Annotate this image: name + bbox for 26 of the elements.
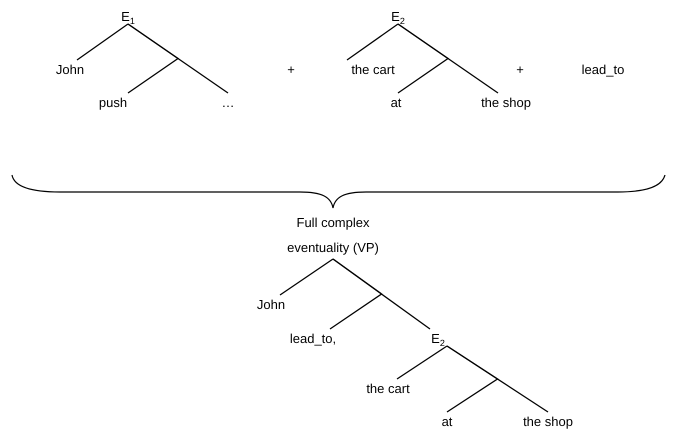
tree-node-label: the shop (481, 95, 531, 111)
tree-branch (332, 258, 430, 330)
tree-node-label: the cart (351, 62, 395, 78)
tree-node-label: John (56, 62, 84, 78)
tree-node-label: push (98, 95, 128, 111)
tree-branch (446, 345, 548, 413)
tree-node-label: the shop (523, 414, 573, 429)
tree-node-label: E$_{1}$ (121, 9, 135, 25)
tree-node-label: John (256, 297, 286, 313)
plus-sign: + (516, 62, 524, 78)
word-label: lead_to (582, 62, 624, 78)
tree-node-label: … (222, 95, 234, 111)
tree-branch (76, 23, 128, 61)
tree-node-label: lead_to, (290, 331, 336, 347)
tree-branch (280, 258, 334, 296)
tree-branch (346, 23, 398, 61)
tree-node-label: at (442, 414, 452, 429)
tree-branch (398, 23, 498, 94)
tree-node-label: at (390, 95, 402, 111)
tree-node-label: Full complex eventuality (VP) (277, 210, 389, 260)
tree-node-label: the cart (366, 381, 410, 397)
tree-branch (128, 23, 228, 94)
tree-node-label: E$_{2}$ (391, 9, 405, 25)
plus-sign: + (287, 62, 295, 78)
tree-branch (396, 345, 448, 380)
tree-node-label: E$_{2}$ (431, 331, 445, 347)
